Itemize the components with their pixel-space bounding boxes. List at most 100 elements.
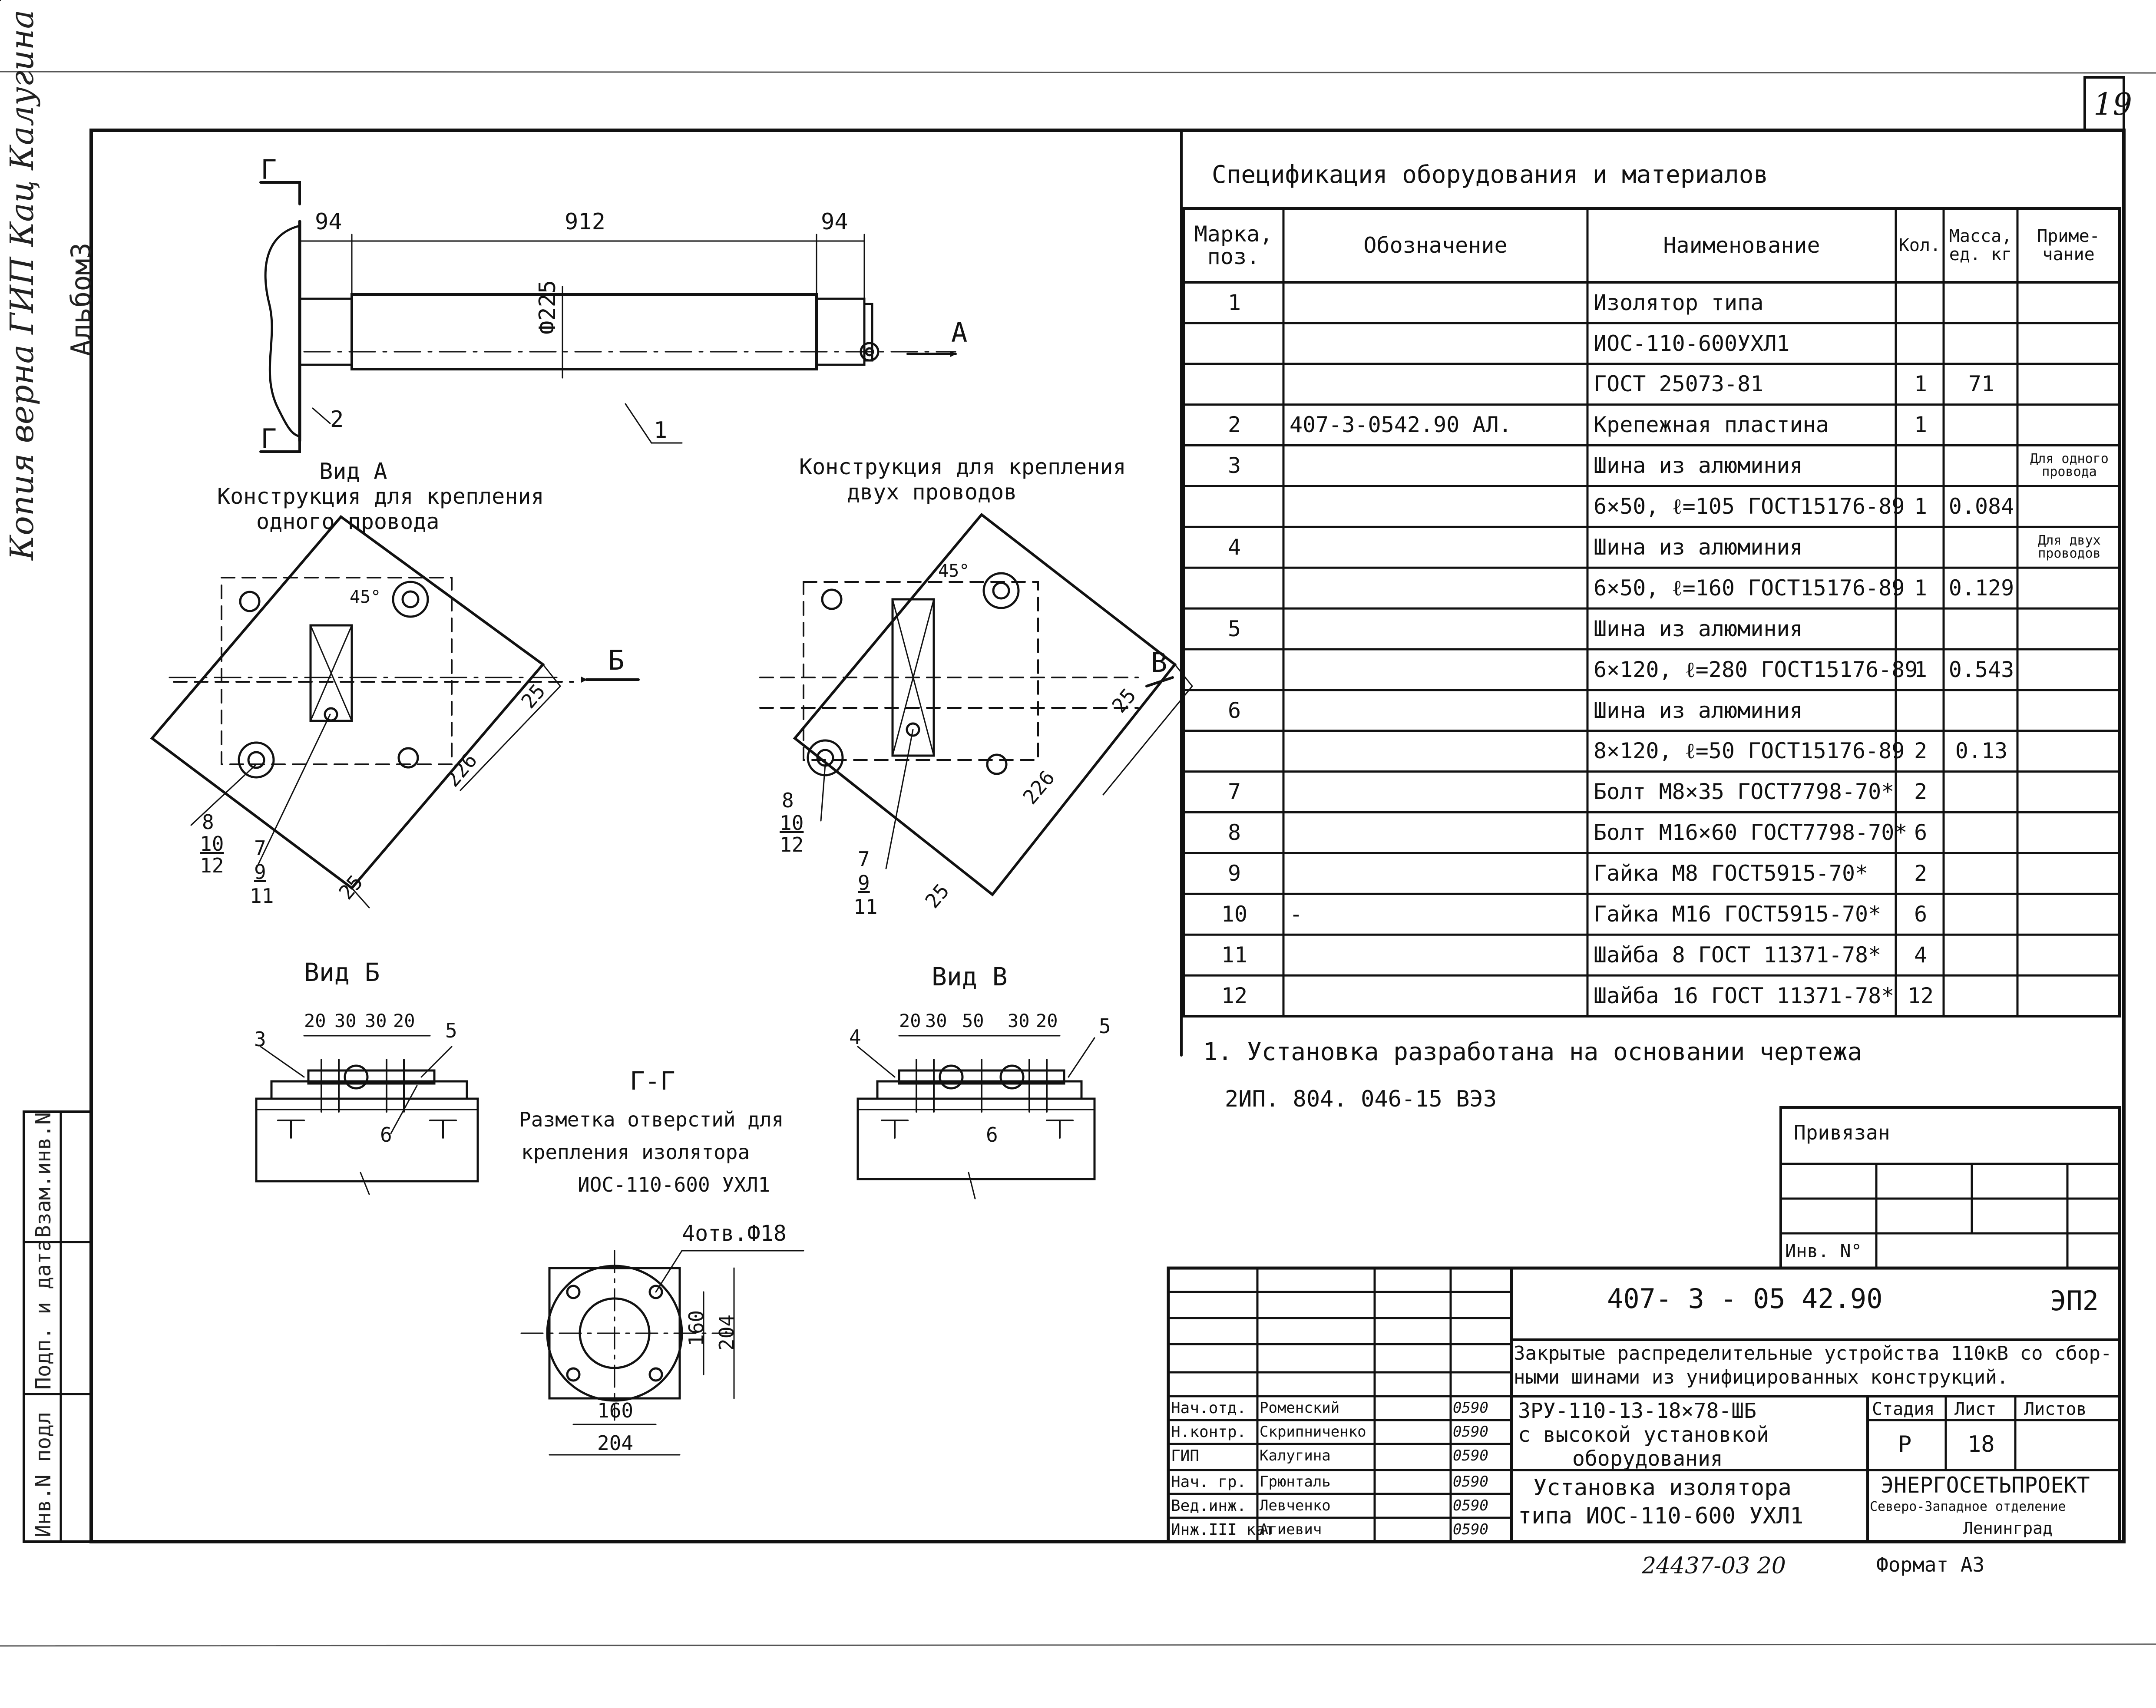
spec-cell — [2024, 813, 2115, 853]
format-label: Формат А3 — [1876, 1553, 1985, 1576]
page-number: 19 — [2093, 86, 2133, 122]
spec-cell — [1290, 446, 1583, 486]
scan-edge-bottom — [0, 1643, 2156, 1647]
spec-cell — [1290, 649, 1583, 690]
left-strip-frame — [23, 1110, 93, 1543]
signature-role: ГИП — [1171, 1447, 1200, 1465]
note-1: 1. Установка разработана на основании че… — [1203, 1038, 1862, 1066]
view-b-dim-3: 30 — [365, 1010, 387, 1031]
spec-cell: Для двух проводов — [2038, 533, 2101, 562]
design-line-1: ЗРУ-110-13-18×78-ШБ — [1518, 1399, 1757, 1423]
spec-cell — [2024, 731, 2115, 772]
view-v-dim-3: 50 — [962, 1010, 984, 1031]
view-a-title: Вид А — [319, 459, 387, 485]
view-v-callout-5: 5 — [1099, 1014, 1111, 1038]
spec-cell — [2024, 282, 2115, 323]
spec-cell: Гайка М8 ГОСТ5915-70* — [1594, 861, 1868, 886]
spec-cell — [1902, 527, 1939, 568]
view-two-arrow-mark: В — [1151, 647, 1167, 678]
view-v-dim-2: 30 — [925, 1010, 947, 1031]
spec-cell — [1902, 608, 1939, 649]
spec-cell — [1950, 935, 2013, 975]
spec-cell: ИОС-110-600УХЛ1 — [1594, 330, 1790, 356]
view-two-callout-10: 10 — [780, 811, 804, 835]
left-strip-inv: Инв.N подл — [31, 1412, 56, 1537]
spec-cell: 2 — [1914, 779, 1928, 805]
signature-name: Роменский — [1260, 1399, 1340, 1417]
signature-role: Нач. гр. — [1171, 1473, 1247, 1491]
spec-cell: Шина из алюминия — [1594, 616, 1803, 641]
signature-name: Грюнталь — [1260, 1473, 1331, 1490]
spec-cell — [1950, 772, 2013, 813]
org-line-3: Ленинград — [1963, 1519, 2053, 1538]
spec-cell: Шайба 8 ГОСТ 11371-78* — [1594, 942, 1882, 968]
spec-cell: Для одного провода — [2030, 451, 2109, 480]
view-two-title-2: двух проводов — [847, 479, 1017, 505]
spec-cell — [1902, 446, 1939, 486]
spec-cell: ГОСТ 25073-81 — [1594, 371, 1764, 397]
spec-cell — [1290, 853, 1583, 894]
spec-cell: 8×120, ℓ=50 ГОСТ15176-89 — [1594, 738, 1905, 764]
view-two-wire-drawing — [759, 512, 1193, 897]
spec-cell — [2024, 894, 2115, 935]
spec-cell — [2024, 690, 2115, 731]
spec-header-cell: Кол. — [1898, 235, 1941, 255]
spec-cell — [1290, 813, 1583, 853]
spec-cell — [1290, 527, 1583, 568]
spec-cell — [1190, 323, 1279, 364]
section-gg-title: Г-Г — [630, 1066, 675, 1096]
spec-cell — [2024, 364, 2115, 405]
spec-cell: 1 — [1914, 575, 1928, 601]
spec-header-cell: Обозначение — [1363, 232, 1508, 258]
spec-cell: 10 — [1221, 902, 1248, 927]
view-v-dim-1: 20 — [899, 1010, 921, 1031]
spec-cell — [1290, 975, 1583, 1016]
left-strip-replace: Взам.инв.N — [31, 1112, 56, 1238]
spec-cell: Болт М16×60 ГОСТ7798-70* — [1594, 820, 1908, 846]
spec-cell: 8 — [1227, 820, 1241, 846]
stage-header: Стадия — [1872, 1399, 1935, 1419]
design-line-2: с высокой установкой — [1518, 1423, 1769, 1447]
spec-cell: 0.13 — [1955, 738, 2008, 764]
privyazan-block — [1779, 1106, 2121, 1269]
spec-cell — [1950, 975, 2013, 1016]
note-2: 2ИП. 804. 046-15 ВЭЗ — [1225, 1086, 1497, 1112]
spec-cell — [1190, 568, 1279, 608]
view-a-callout-7: 7 — [254, 836, 266, 860]
spec-cell — [1290, 364, 1583, 405]
spec-cell: 1 — [1914, 371, 1928, 397]
spec-cell — [1950, 527, 2013, 568]
spec-cell: 407-3-0542.90 АЛ. — [1290, 412, 1512, 438]
spec-cell — [1950, 323, 2013, 364]
scan-edge-top — [0, 71, 2156, 74]
signature-name: Скрипниченко — [1260, 1423, 1366, 1440]
view-a-callout-11: 11 — [250, 884, 274, 908]
spec-cell — [1290, 282, 1583, 323]
view-v-drawing — [856, 1035, 1096, 1199]
dim-94-left: 94 — [315, 209, 342, 235]
spec-cell: Болт М8×35 ГОСТ7798-70* — [1594, 779, 1895, 805]
view-a-subtitle-1: Конструкция для крепления — [217, 484, 544, 509]
spec-cell: - — [1290, 902, 1303, 927]
privyazan-inv: Инв. N° — [1785, 1240, 1862, 1262]
project-line-1: Закрытые распределительные устройства 11… — [1514, 1342, 2112, 1364]
spec-cell: 7 — [1227, 779, 1241, 805]
spec-cell — [1950, 405, 2013, 446]
spec-cell — [1190, 364, 1279, 405]
spec-cell: 6×50, ℓ=105 ГОСТ15176-89 — [1594, 494, 1905, 519]
view-b-callout-6: 6 — [380, 1123, 392, 1146]
signature-role: Инж.III кат — [1171, 1520, 1275, 1539]
page-number-box — [2083, 76, 2125, 132]
signature-role: Н.контр. — [1171, 1423, 1247, 1441]
view-a-arrow-mark: Б — [608, 644, 625, 676]
spec-cell — [2024, 975, 2115, 1016]
spec-cell — [1290, 323, 1583, 364]
section-gg-line-3: ИОС-110-600 УХЛ1 — [578, 1173, 770, 1196]
dim-912: 912 — [565, 209, 605, 235]
spec-cell — [1902, 690, 1939, 731]
view-two-title-1: Конструкция для крепления — [799, 454, 1126, 479]
spec-cell — [1290, 690, 1583, 731]
spec-cell: 0.084 — [1948, 494, 2014, 519]
view-two-callout-7: 7 — [858, 847, 870, 871]
spec-cell: 9 — [1227, 861, 1241, 886]
